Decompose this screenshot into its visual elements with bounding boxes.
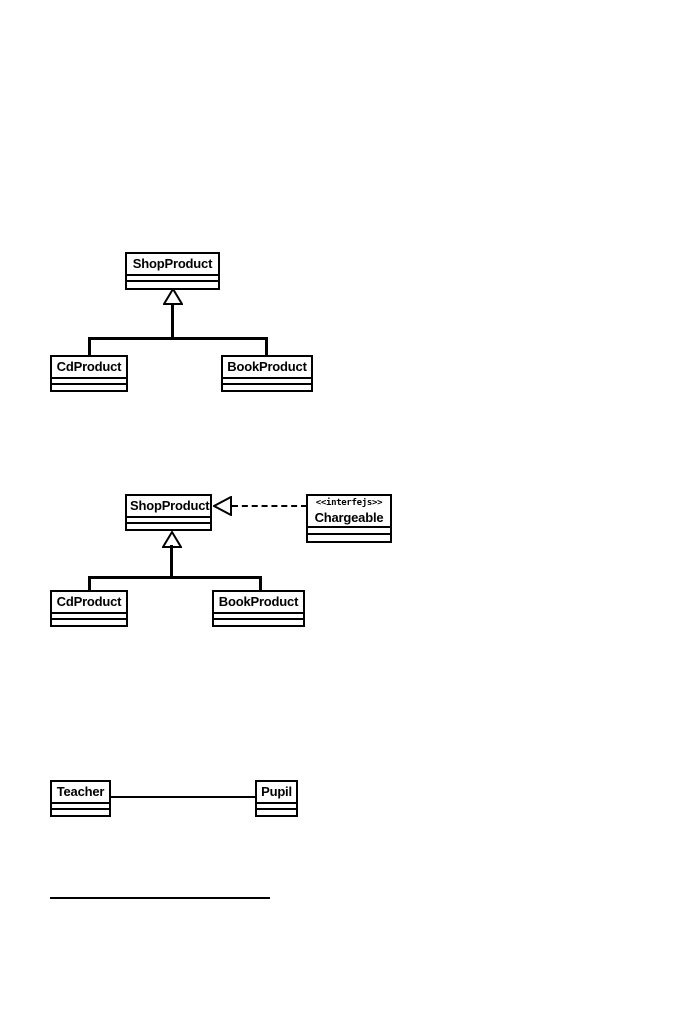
uml-operations-compartment [257,809,296,815]
uml-attributes-compartment [308,528,390,535]
uml-class-name: CdProduct [52,592,126,614]
uml-attributes-compartment [257,804,296,810]
uml-operations-compartment [52,619,126,625]
uml-operations-compartment [223,384,311,390]
uml-attributes-compartment [52,379,126,385]
uml-attributes-compartment [223,379,311,385]
uml-class-cdproduct[interactable]: CdProduct [50,355,128,392]
realization-dashed-line [232,505,307,507]
uml-class-name: ShopProduct [127,254,218,276]
uml-class-teacher[interactable]: Teacher [50,780,111,817]
uml-class-name: ShopProduct [127,496,210,518]
uml-class-name: CdProduct [52,357,126,379]
uml-attributes-compartment [127,518,210,524]
generalization-drop-left [88,576,91,592]
generalization-stem [170,545,173,578]
generalization-bus [88,576,262,579]
uml-operations-compartment [308,534,390,541]
uml-class-name: Pupil [257,782,296,804]
uml-operations-compartment [52,384,126,390]
uml-attributes-compartment [127,276,218,283]
uml-class-cdproduct[interactable]: CdProduct [50,590,128,627]
uml-class-bookproduct[interactable]: BookProduct [221,355,313,392]
uml-class-name: BookProduct [223,357,311,379]
uml-operations-compartment [127,523,210,529]
uml-operations-compartment [214,619,303,625]
uml-class-pupil[interactable]: Pupil [255,780,298,817]
uml-operations-compartment [52,809,109,815]
uml-attributes-compartment [214,614,303,620]
footnote-separator-rule [50,897,270,899]
uml-class-name: Teacher [52,782,109,804]
uml-attributes-compartment [52,804,109,810]
generalization-bus [88,337,268,340]
uml-interface-chargeable[interactable]: <<interfejs>> Chargeable [306,494,392,543]
uml-stereotype: <<interfejs>> [315,498,383,508]
uml-class-name: <<interfejs>> Chargeable [308,496,390,528]
uml-interface-name: Chargeable [314,510,384,525]
uml-class-name: BookProduct [214,592,303,614]
uml-operations-compartment [127,282,218,288]
association-line [110,796,256,798]
generalization-stem [171,303,174,339]
generalization-drop-right [259,576,262,592]
uml-class-bookproduct[interactable]: BookProduct [212,590,305,627]
generalization-drop-left [88,337,91,356]
realization-arrowhead [213,496,232,516]
generalization-drop-right [265,337,268,356]
uml-class-shopproduct[interactable]: ShopProduct [125,494,212,531]
uml-attributes-compartment [52,614,126,620]
uml-class-shopproduct[interactable]: ShopProduct [125,252,220,290]
